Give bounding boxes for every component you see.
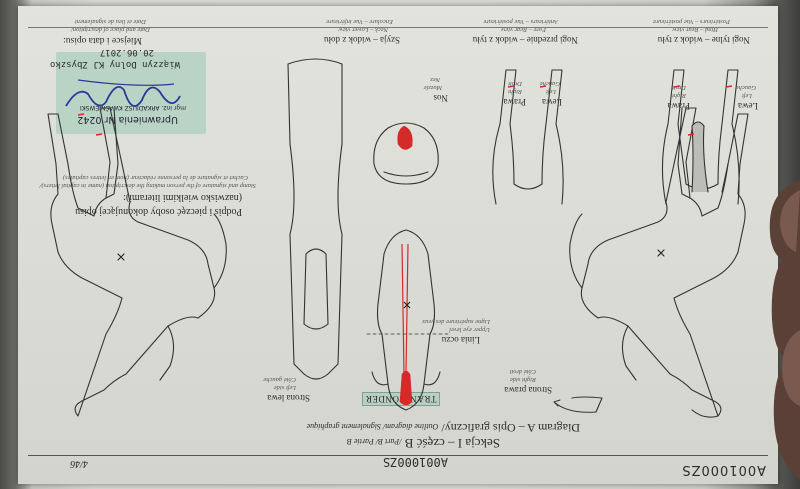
horse-left-side-figure [47,107,227,417]
horse-outline-diagram [47,58,749,418]
passport-page: A001000ZS A001000ZS 4/46 Sekcja I – częś… [18,6,778,484]
page-content-upside-down: A001000ZS A001000ZS 4/46 Sekcja I – częś… [18,6,778,484]
signature-scribble [65,86,181,107]
horse-muzzle-figure [373,122,439,185]
horse-neck-lower-figure [287,58,343,380]
horse-right-side-figure [569,107,749,418]
finger-holding-page [769,180,800,480]
hindlegs-rear-figure [661,69,740,205]
horse-head-front-figure [363,229,449,411]
forelegs-rear-figure [492,69,564,205]
